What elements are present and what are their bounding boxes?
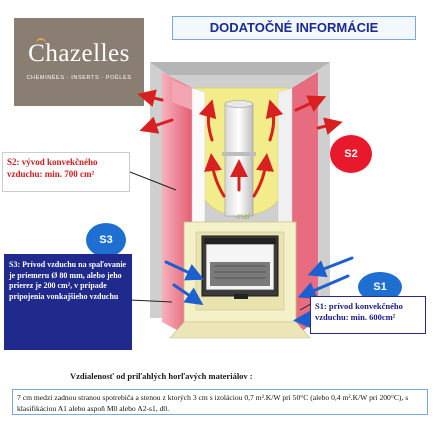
distance-title: Vzdialenosť od priľahlých horľavých mate… [70, 371, 253, 381]
s2-badge: S2 [330, 135, 372, 173]
floor-base [169, 321, 311, 339]
s2-outlet-label: S2: vývod konvekčného vzduchu: min. 700 … [2, 152, 130, 192]
s3-combustion-air-label: S3: Prívod vzduchu na spaľovanie je prie… [4, 254, 132, 350]
hot-air-arrows [137, 89, 343, 198]
flame-icon [36, 38, 46, 45]
logo-tagline: CHEMINÉES · INSERTS · POÊLES [26, 75, 132, 81]
logo-brand-name: Chazelles [28, 40, 130, 67]
flue-pipe [222, 100, 256, 217]
s1-inlet-label: S1: prívod konvekčného vzduchu: min. 600… [310, 296, 426, 334]
brand-logo: Chazelles CHEMINÉES · INSERTS · POÊLES [14, 18, 144, 106]
page-title: DODATOČNÉ INFORMÁCIE [172, 16, 416, 40]
s3-badge: S3 [86, 223, 126, 257]
fireplace-insert [201, 235, 279, 299]
insert-watermark: ~mal [232, 212, 250, 221]
distance-note: 7 cm medzi zadnou stranou spotrebiča a s… [12, 389, 428, 415]
